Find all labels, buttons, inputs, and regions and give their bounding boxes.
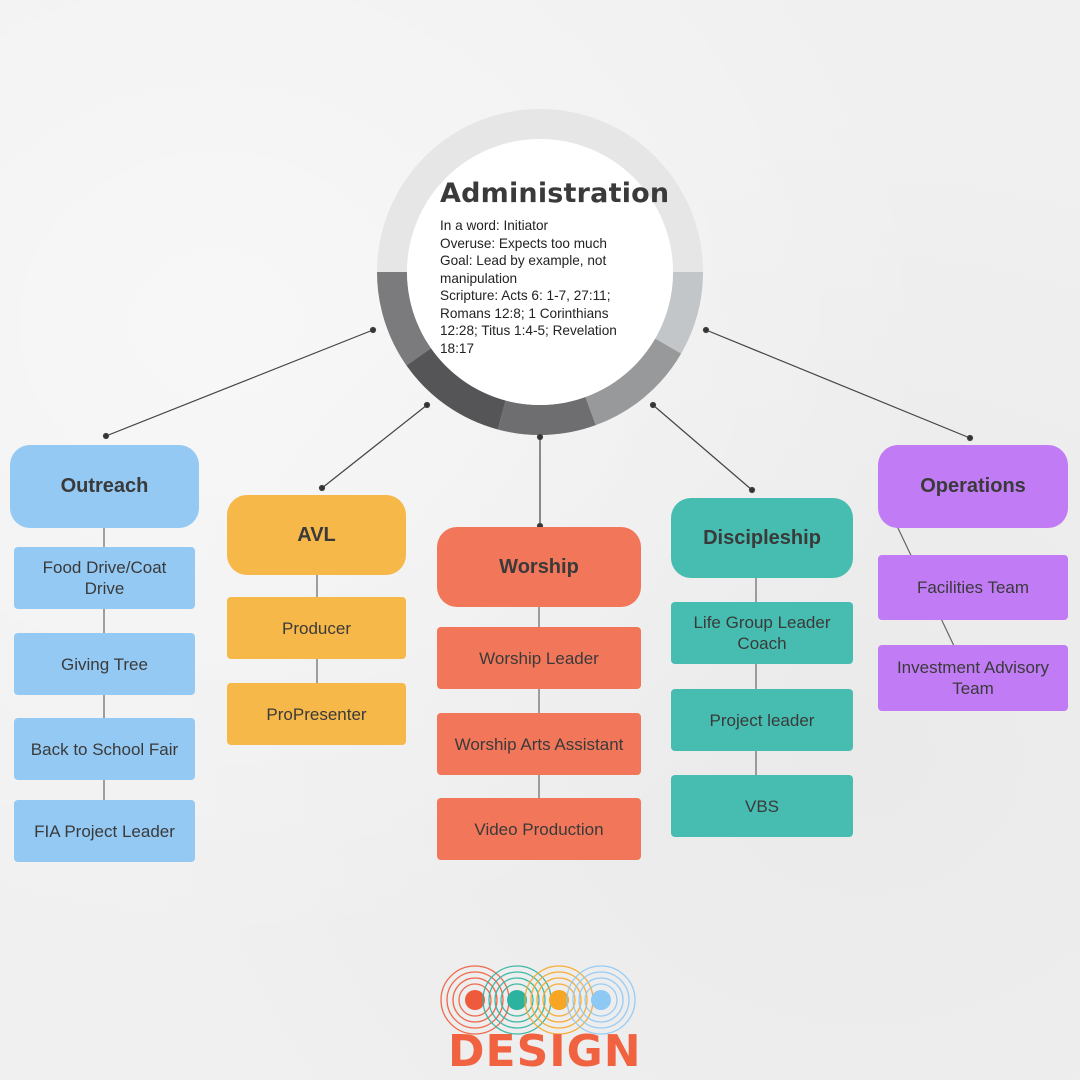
discipleship-item-project-leader: Project leader bbox=[671, 689, 853, 751]
branch-discipleship-header: Discipleship bbox=[671, 498, 853, 578]
logo-ring bbox=[488, 971, 546, 1029]
hub-details: In a word: Initiator Overuse: Expects to… bbox=[440, 217, 650, 357]
logo-dot bbox=[465, 990, 485, 1010]
operations-item-facilities: Facilities Team bbox=[878, 555, 1068, 620]
avl-item-producer: Producer bbox=[227, 597, 406, 659]
design-logo-mark bbox=[440, 965, 636, 1035]
connector-operations bbox=[705, 329, 971, 439]
worship-item-video-production: Video Production bbox=[437, 798, 641, 860]
operations-item-investment: Investment Advisory Team bbox=[878, 645, 1068, 711]
logo-ring bbox=[530, 971, 588, 1029]
hub-ring-segment-5 bbox=[654, 271, 703, 354]
logo-ring bbox=[578, 977, 624, 1023]
hub-ring-segments bbox=[377, 271, 703, 435]
design-logo-text: DESIGN bbox=[448, 1026, 642, 1077]
hub-ring-segment-4 bbox=[585, 338, 682, 426]
outreach-item-food-drive: Food Drive/Coat Drive bbox=[14, 547, 195, 609]
logo-dot bbox=[591, 990, 611, 1010]
hub-line-overuse: Overuse: Expects too much bbox=[440, 235, 607, 251]
logo-dot bbox=[549, 990, 569, 1010]
logo-ring bbox=[572, 971, 630, 1029]
logo-ring bbox=[452, 977, 498, 1023]
logo-ring bbox=[542, 983, 576, 1017]
discipleship-item-vbs: VBS bbox=[671, 775, 853, 837]
hub-ring-segment-1 bbox=[377, 271, 432, 366]
hub-line-goal: Goal: Lead by example, not manipulation bbox=[440, 253, 607, 286]
branch-outreach-header: Outreach bbox=[10, 445, 199, 528]
connector-outreach bbox=[105, 329, 374, 437]
hub-line-word: In a word: Initiator bbox=[440, 218, 549, 233]
branch-avl-header: AVL bbox=[227, 495, 406, 575]
connector-avl bbox=[321, 404, 428, 489]
logo-ring bbox=[494, 977, 540, 1023]
hub-ring-segment-3 bbox=[497, 396, 596, 435]
outreach-item-giving-tree: Giving Tree bbox=[14, 633, 195, 695]
hub-title: Administration bbox=[440, 178, 670, 209]
logo-ring bbox=[500, 983, 534, 1017]
logo-ring bbox=[566, 965, 636, 1035]
outreach-item-back-to-school: Back to School Fair bbox=[14, 718, 195, 780]
avl-item-propresenter: ProPresenter bbox=[227, 683, 406, 745]
hub-line-scripture: Scripture: Acts 6: 1-7, 27:11; Romans 12… bbox=[440, 288, 617, 356]
branch-worship-header: Worship bbox=[437, 527, 641, 607]
connector-discipleship bbox=[652, 404, 753, 491]
logo-ring bbox=[446, 971, 504, 1029]
branch-operations-header: Operations bbox=[878, 445, 1068, 528]
hub-panel: Administration In a word: Initiator Over… bbox=[430, 178, 670, 357]
logo-dot bbox=[507, 990, 527, 1010]
worship-item-leader: Worship Leader bbox=[437, 627, 641, 689]
logo-ring bbox=[458, 983, 492, 1017]
discipleship-item-life-group: Life Group Leader Coach bbox=[671, 602, 853, 664]
hub-center bbox=[407, 139, 673, 405]
hub-ring-segment-2 bbox=[406, 347, 506, 430]
worship-item-arts-assistant: Worship Arts Assistant bbox=[437, 713, 641, 775]
outreach-item-fia-leader: FIA Project Leader bbox=[14, 800, 195, 862]
logo-ring bbox=[536, 977, 582, 1023]
logo-ring bbox=[584, 983, 618, 1017]
hub-connectors bbox=[102, 326, 974, 530]
